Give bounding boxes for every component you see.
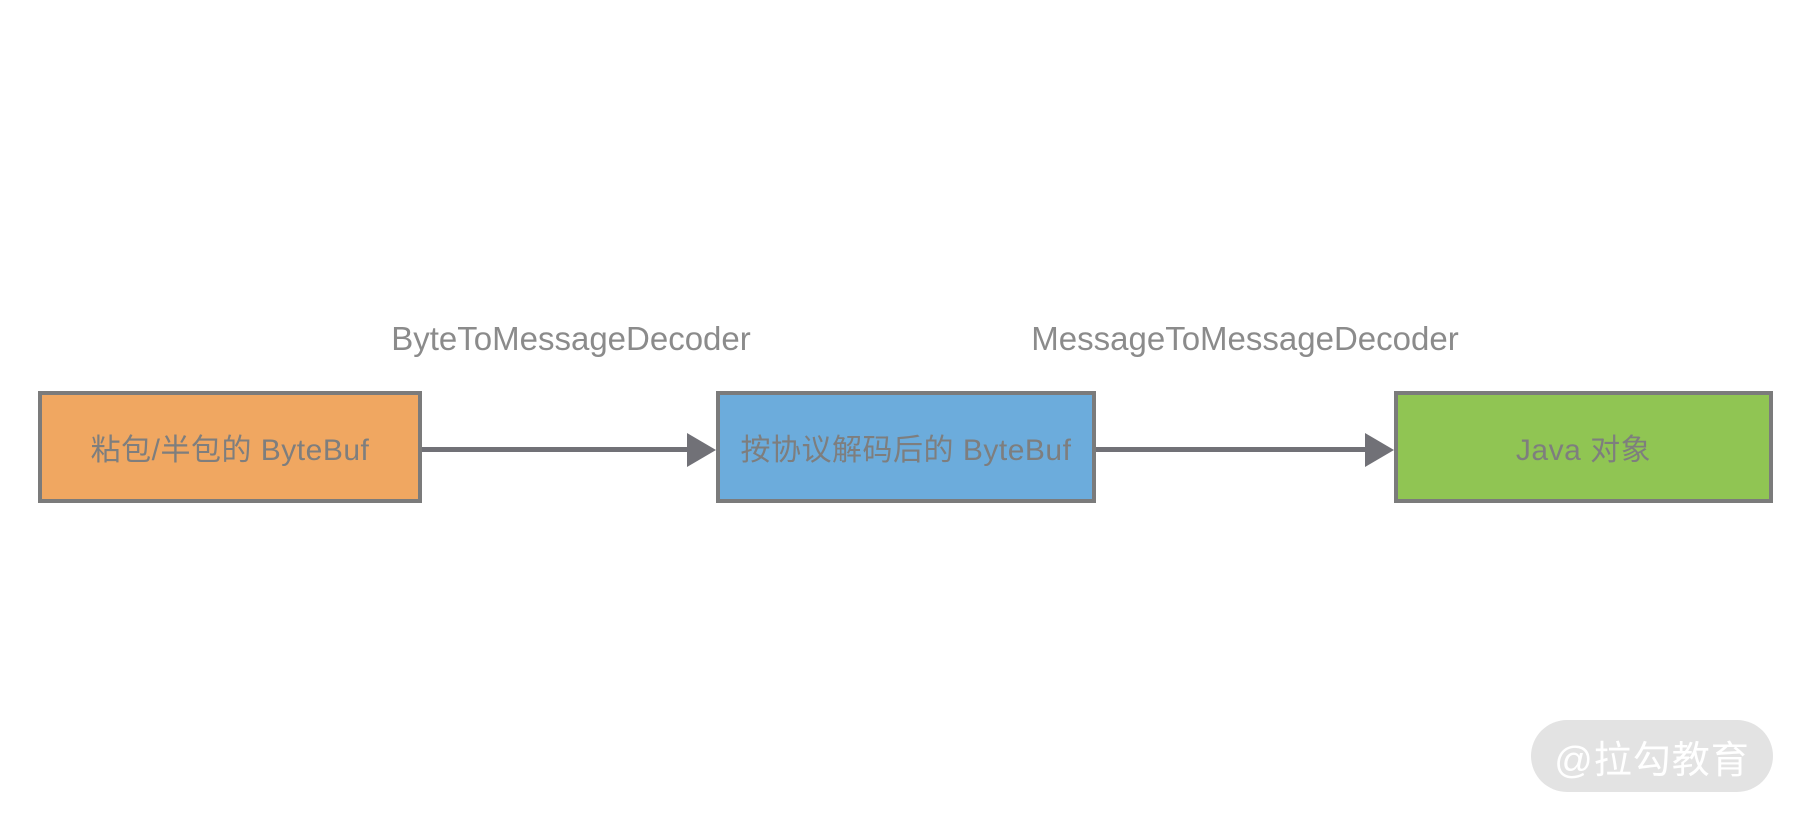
node-sticky-half-packet-bytebuf: 粘包/半包的 ByteBuf bbox=[38, 391, 422, 503]
node-java-object: Java 对象 bbox=[1394, 391, 1773, 503]
node-label: 按协议解码后的 ByteBuf bbox=[740, 434, 1072, 467]
arrow-line bbox=[1096, 447, 1366, 452]
node-label: Java 对象 bbox=[1515, 434, 1652, 467]
watermark-badge: @拉勾教育 bbox=[1531, 720, 1773, 792]
edge-label-message-to-message-decoder: MessageToMessageDecoder bbox=[1031, 320, 1459, 357]
node-protocol-decoded-bytebuf: 按协议解码后的 ByteBuf bbox=[716, 391, 1096, 503]
node-label: 粘包/半包的 ByteBuf bbox=[90, 434, 370, 467]
watermark-text: @拉勾教育 bbox=[1554, 739, 1750, 782]
edge-label-byte-to-message-decoder: ByteToMessageDecoder bbox=[391, 320, 751, 357]
arrowhead-right-icon bbox=[1365, 433, 1394, 467]
arrow-line bbox=[422, 447, 688, 452]
arrowhead-right-icon bbox=[687, 433, 716, 467]
